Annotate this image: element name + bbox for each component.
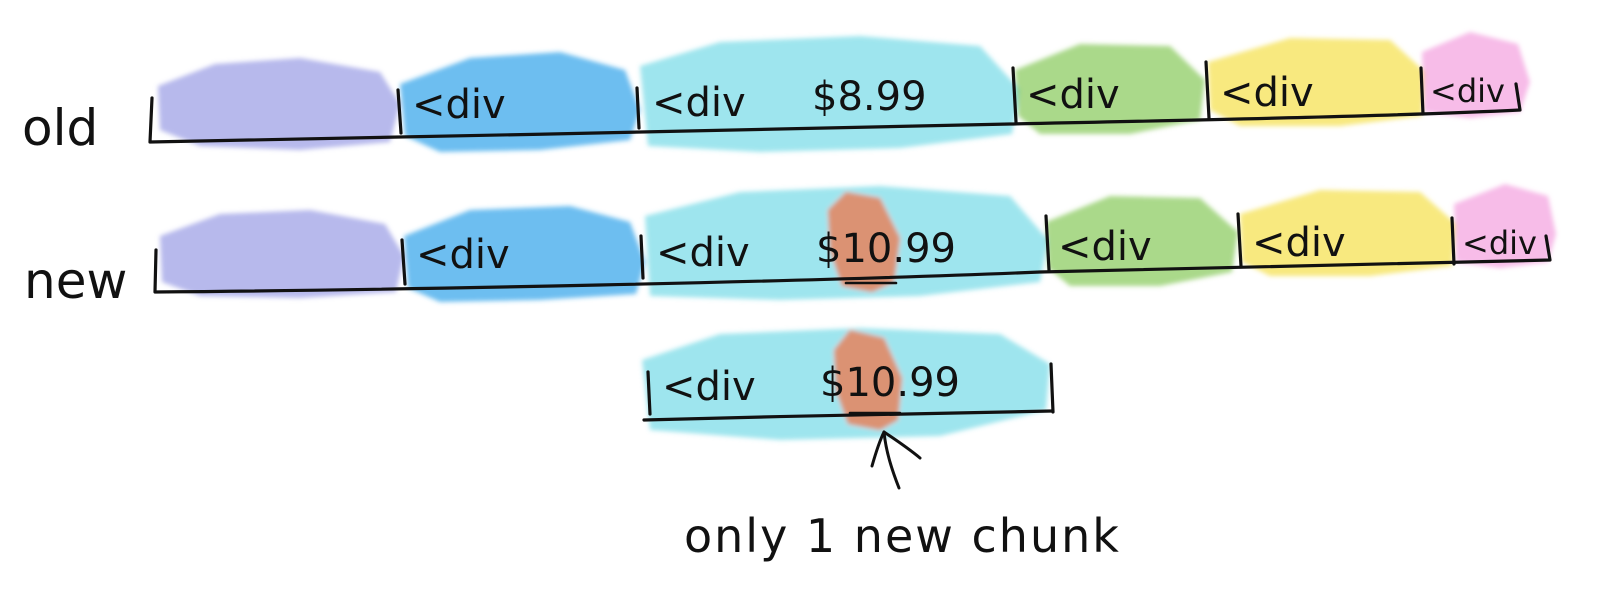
new-chunk-2-wash bbox=[404, 206, 645, 302]
detail-baseline bbox=[642, 409, 1054, 422]
old-chunk-6-wash bbox=[1422, 32, 1530, 118]
old-chunk-4-wash bbox=[1015, 44, 1205, 134]
new-chunk-1-wash bbox=[160, 210, 404, 298]
new-chunk-6-text: <div bbox=[1462, 224, 1537, 262]
old-baseline bbox=[148, 82, 1522, 144]
arrow-head bbox=[870, 430, 922, 468]
new-row: new <div <div $10.99 <div <div <div bbox=[24, 184, 1556, 310]
new-chunk-4-wash bbox=[1046, 196, 1238, 286]
detail-chunk-changed-wash bbox=[834, 330, 902, 430]
old-chunk-3-price: $8.99 bbox=[812, 74, 927, 120]
old-divider-2 bbox=[635, 86, 641, 130]
detail-chunk: <div $10.99 bbox=[642, 328, 1055, 440]
old-chunk-washes bbox=[158, 32, 1530, 152]
old-row: old <div <div $8.99 <div <div <div bbox=[22, 32, 1530, 157]
old-row-label: old bbox=[22, 99, 98, 157]
pointer-arrow bbox=[870, 430, 922, 490]
caption-text: only 1 new chunk bbox=[684, 509, 1121, 563]
new-chunk-3-price: $10.99 bbox=[816, 226, 956, 272]
old-chunk-5-wash bbox=[1208, 38, 1425, 126]
new-chunk-4-text: <div bbox=[1058, 224, 1152, 270]
old-chunk-2-text: <div bbox=[412, 82, 506, 128]
detail-left-divider bbox=[646, 370, 652, 416]
new-chunk-2-text: <div bbox=[416, 232, 510, 278]
old-divider-1 bbox=[396, 88, 403, 135]
new-chunk-washes bbox=[160, 184, 1556, 302]
old-divider-4 bbox=[1204, 60, 1211, 120]
new-baseline bbox=[153, 234, 1552, 294]
new-divider-3 bbox=[1044, 214, 1051, 272]
new-divider-5 bbox=[1450, 216, 1456, 266]
old-chunk-3-text: <div bbox=[652, 80, 746, 126]
new-divider-1 bbox=[400, 238, 407, 286]
new-chunk-5-text: <div bbox=[1252, 220, 1346, 266]
arrow-shaft bbox=[882, 430, 901, 490]
old-chunk-3-wash bbox=[640, 36, 1020, 152]
detail-chunk-text: <div bbox=[662, 364, 756, 410]
old-divider-5 bbox=[1419, 66, 1425, 116]
old-chunk-4-text: <div bbox=[1026, 72, 1120, 118]
new-chunk-6-wash bbox=[1454, 184, 1556, 268]
old-chunk-5-text: <div bbox=[1220, 70, 1314, 116]
new-divider-4 bbox=[1236, 212, 1243, 268]
new-chunk-3-text: <div bbox=[656, 230, 750, 276]
new-divider-2 bbox=[639, 234, 645, 280]
new-chunk-3-changed-wash bbox=[828, 192, 900, 292]
detail-right-divider bbox=[1049, 362, 1055, 414]
old-chunk-6-text: <div bbox=[1430, 72, 1505, 110]
detail-chunk-price: $10.99 bbox=[820, 360, 960, 406]
old-chunk-1-wash bbox=[158, 58, 400, 150]
new-chunk-5-wash bbox=[1240, 190, 1456, 276]
old-chunk-2-wash bbox=[400, 52, 640, 152]
old-divider-3 bbox=[1011, 66, 1018, 124]
new-row-label: new bbox=[24, 252, 127, 310]
